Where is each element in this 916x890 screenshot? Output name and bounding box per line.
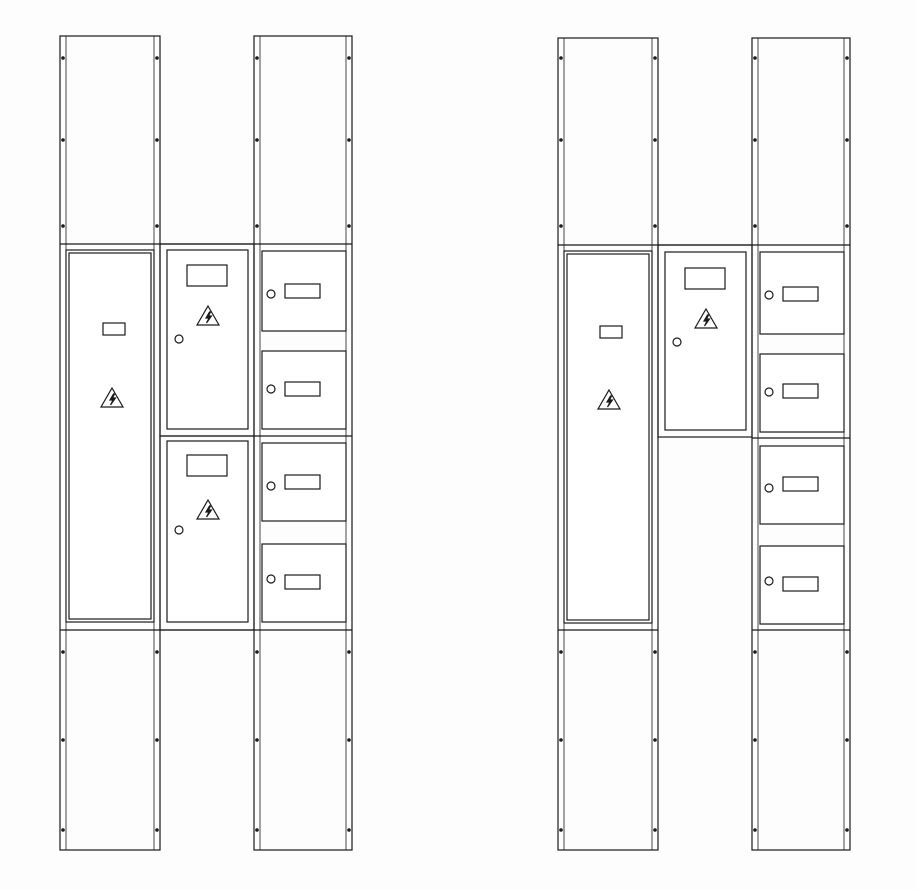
label-plate-icon [782,286,819,302]
door-handle-icon [266,384,276,394]
label-plate-icon [599,325,623,339]
label-plate-icon [102,322,126,336]
bolt-icon [61,56,351,832]
tall-cabinet-door [563,250,653,624]
door-handle-icon [764,290,774,300]
door-handle-icon [266,289,276,299]
label-plate-icon [284,474,321,490]
label-plate-icon [284,574,321,590]
label-plate-icon [186,454,228,477]
meter-box-1 [261,250,347,332]
left-assembly [59,35,353,851]
meter-box-2 [261,350,347,430]
meter-box-4 [759,545,845,625]
door-handle-icon [266,574,276,584]
door-handle-icon [174,525,184,535]
upper-door-1 [159,243,255,437]
label-plate-icon [782,476,819,492]
tall-cabinet-door [65,249,155,623]
right-assembly [557,37,851,851]
upper-door-1 [657,244,753,438]
meter-box-4 [261,543,347,623]
door-handle-icon [174,334,184,344]
label-plate-icon [284,381,321,397]
right-column-rail-b [751,37,851,851]
label-plate-icon [782,576,819,592]
bolt-icon [559,56,849,832]
meter-box-2 [759,353,845,433]
door-handle-icon [764,387,774,397]
door-handle-icon [672,337,682,347]
door-handle-icon [764,576,774,586]
upper-door-2 [159,435,255,631]
door-handle-icon [764,483,774,493]
label-plate-icon [284,283,321,299]
meter-box-3 [759,445,845,525]
label-plate-icon [186,264,228,287]
meter-box-3 [261,442,347,522]
door-handle-icon [266,481,276,491]
label-plate-icon [782,383,819,399]
label-plate-icon [684,267,726,290]
meter-box-1 [759,251,845,335]
